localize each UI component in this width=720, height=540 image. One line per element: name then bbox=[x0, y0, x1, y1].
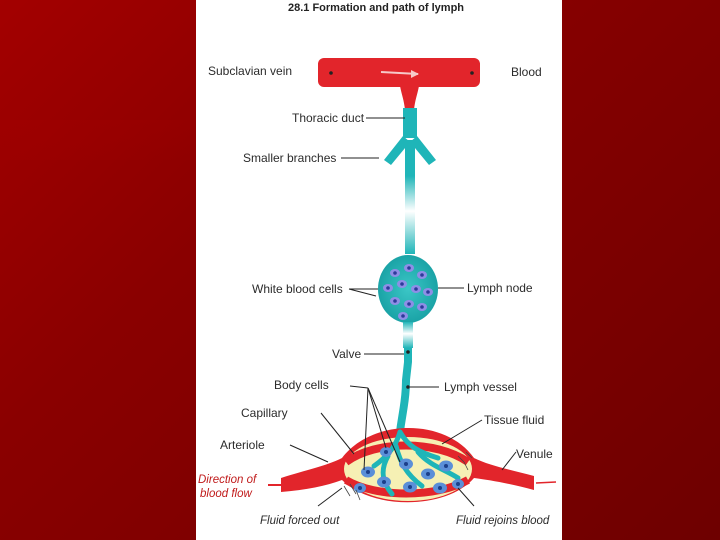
label-direction-line1: Direction of bbox=[198, 474, 258, 486]
label-tissue-fluid: Tissue fluid bbox=[484, 413, 544, 427]
label-thoracic-duct: Thoracic duct bbox=[292, 111, 365, 125]
diagram-panel: 28.1 Formation and path of lymph bbox=[196, 0, 562, 540]
flow-arrow-head-icon bbox=[411, 70, 419, 78]
label-capillary: Capillary bbox=[241, 406, 288, 420]
diagram-title: 28.1 Formation and path of lymph bbox=[288, 2, 464, 14]
label-white-blood-cells: White blood cells bbox=[252, 282, 343, 296]
body-cells bbox=[354, 447, 464, 494]
duct-branch-left bbox=[384, 136, 410, 165]
label-direction-line2: blood flow bbox=[200, 488, 252, 500]
label-body-cells: Body cells bbox=[274, 378, 329, 392]
label-subclavian-vein: Subclavian vein bbox=[208, 64, 292, 78]
duct-branch-right bbox=[410, 136, 436, 165]
label-lymph-node: Lymph node bbox=[467, 281, 533, 295]
label-arteriole: Arteriole bbox=[220, 438, 265, 452]
capillary-top bbox=[343, 441, 471, 466]
lymph-vessel-lower bbox=[396, 348, 412, 432]
label-valve: Valve bbox=[332, 347, 361, 361]
leader-lines bbox=[289, 117, 517, 507]
label-venule: Venule bbox=[516, 447, 553, 461]
thoracic-duct bbox=[403, 108, 417, 138]
label-blood: Blood bbox=[511, 65, 542, 79]
background-band bbox=[0, 120, 195, 160]
lymph-diagram: 28.1 Formation and path of lymph bbox=[198, 2, 557, 527]
label-smaller-branches: Smaller branches bbox=[243, 151, 336, 165]
duct-junction bbox=[400, 86, 419, 110]
fluid-arrows bbox=[343, 451, 473, 501]
lymph-vessel-upper bbox=[405, 176, 415, 254]
lymph-vessel-mid bbox=[403, 322, 413, 348]
valve-dot bbox=[406, 350, 410, 354]
label-fluid-forced-out: Fluid forced out bbox=[260, 515, 340, 527]
label-lymph-vessel: Lymph vessel bbox=[444, 380, 517, 394]
duct-branch-center bbox=[405, 140, 415, 176]
label-fluid-rejoins-blood: Fluid rejoins blood bbox=[456, 515, 550, 527]
white-blood-cells bbox=[383, 264, 433, 320]
venule-flow-arrow-icon bbox=[535, 481, 557, 484]
